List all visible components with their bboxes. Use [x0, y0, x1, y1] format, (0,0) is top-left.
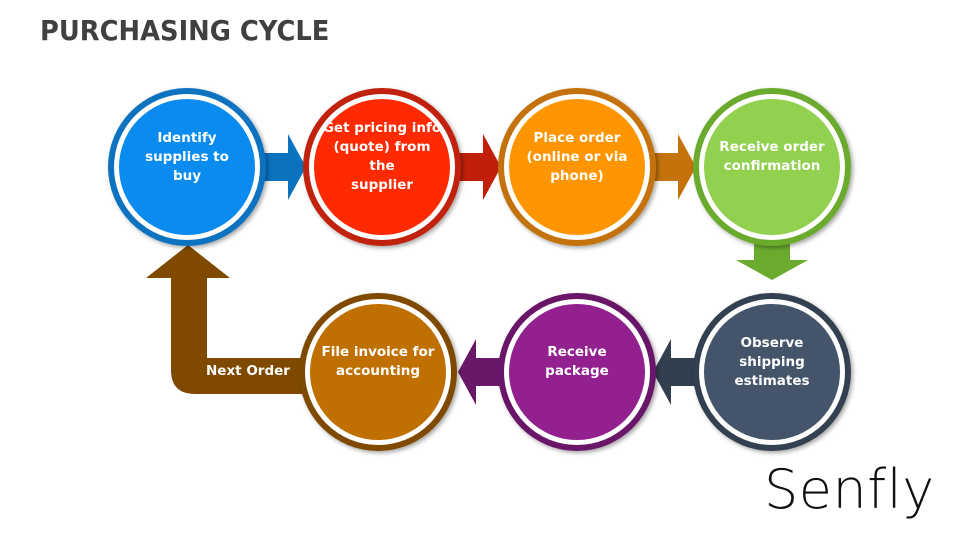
flow-arrow-2-to-3 [451, 134, 501, 200]
next-order-label: Next Order [206, 363, 290, 379]
flow-arrow-1-to-2 [256, 134, 306, 200]
step-fill [509, 304, 645, 440]
step-label-2: Get pricing info (quote) from the suppli… [322, 120, 442, 193]
step-label-3: Place order (online or via phone) [526, 129, 628, 184]
step-label-1: Identify supplies to buy [145, 129, 229, 184]
next-order-loop-arrow [146, 245, 305, 394]
step-label-4: Receive order confirmation [719, 139, 825, 174]
step-node-4 [693, 88, 851, 246]
step-label-6: Receive package [545, 344, 609, 379]
step-node-6 [498, 293, 656, 451]
step-fill [704, 304, 840, 440]
step-fill [310, 304, 446, 440]
step-fill [119, 99, 255, 235]
brand-logo: Senfly [764, 458, 935, 521]
step-node-2 [303, 88, 461, 246]
step-fill [704, 99, 840, 235]
step-node-1 [108, 88, 266, 246]
flow-arrow-4-to-5 [736, 238, 808, 280]
flow-arrow-5-to-6 [653, 339, 703, 405]
step-label-7: File invoice for accounting [321, 344, 435, 379]
step-node-3 [498, 88, 656, 246]
step-label-5: Observe shipping estimates [734, 334, 810, 389]
page-title: PURCHASING CYCLE [40, 14, 330, 47]
step-node-5 [693, 293, 851, 451]
step-fill [509, 99, 645, 235]
flow-arrow-6-to-7 [458, 339, 508, 405]
step-fill [314, 99, 450, 235]
flow-arrow-3-to-4 [646, 134, 696, 200]
step-node-7 [299, 293, 457, 451]
